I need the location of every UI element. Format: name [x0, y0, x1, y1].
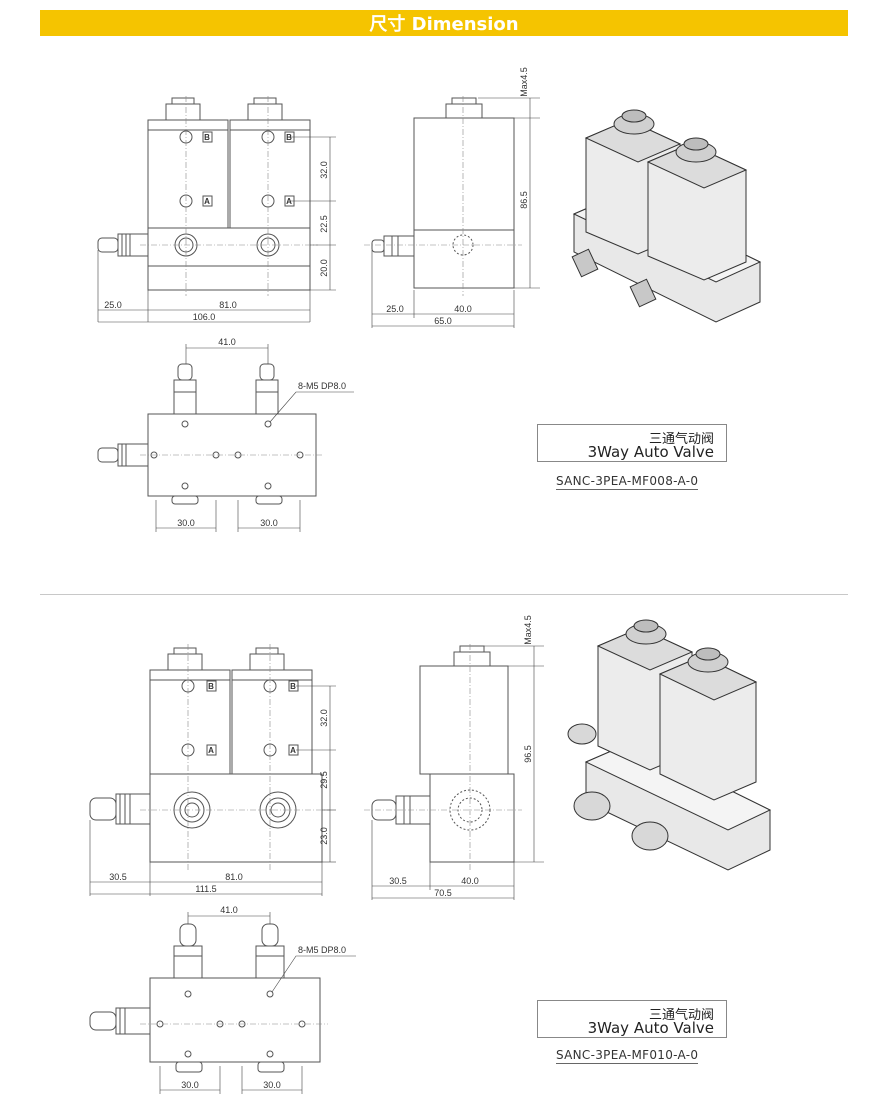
dim-65: 70.5: [434, 888, 452, 898]
drawing-section-1: 25.0 81.0 106.0 25.0 40.0 65.0 32.0 22.5…: [97, 67, 762, 532]
dim-225: 29.5: [319, 771, 329, 789]
label-en: 3Way Auto Valve: [587, 443, 714, 461]
dim-25b: 30.5: [389, 876, 407, 886]
port-b-label: B: [290, 682, 296, 691]
dim-30b: 30.0: [263, 1080, 281, 1090]
dim-max: Max4.5: [519, 67, 529, 97]
dim-106: 106.0: [193, 312, 216, 322]
label-cn: 三通气动阀: [648, 1008, 714, 1023]
drawing-section-2: 30.5 81.0 111.5 30.5 40.0 70.5 32.0 29.5…: [89, 615, 772, 1094]
dim-max: Max4.5: [523, 615, 533, 645]
dim-20: 23.0: [319, 827, 329, 845]
dim-30a: 30.0: [177, 518, 195, 528]
dim-40: 40.0: [454, 304, 472, 314]
port-b-label: B: [204, 133, 210, 142]
dim-865: 86.5: [519, 191, 529, 209]
dim-81: 81.0: [225, 872, 243, 882]
dim-40: 40.0: [461, 876, 479, 886]
header-title: 尺寸 Dimension: [369, 14, 519, 35]
dim-32: 32.0: [319, 161, 329, 179]
label-cn: 三通气动阀: [648, 432, 714, 447]
dim-865: 96.5: [523, 745, 533, 763]
port-b-label: B: [208, 682, 214, 691]
dim-m5: 8-M5 DP8.0: [298, 381, 346, 391]
dim-41: 41.0: [220, 905, 238, 915]
dim-20: 20.0: [319, 259, 329, 277]
port-a-label: A: [204, 197, 210, 206]
label-box-2: 三通气动阀 3Way Auto Valve: [537, 1000, 727, 1038]
section-divider: [40, 594, 848, 595]
iso-render-2: [567, 619, 772, 871]
dim-25a: 25.0: [104, 300, 122, 310]
iso-render-1: [571, 109, 762, 323]
model-code-2: SANC-3PEA-MF010-A-0: [556, 1048, 699, 1064]
port-a-label: A: [290, 746, 296, 755]
dimension-header: 尺寸 Dimension: [40, 10, 848, 36]
port-b-label: B: [286, 133, 292, 142]
dim-225: 22.5: [319, 215, 329, 233]
label-box-1: 三通气动阀 3Way Auto Valve: [537, 424, 727, 462]
label-en: 3Way Auto Valve: [587, 1019, 714, 1037]
dim-106: 111.5: [195, 884, 216, 894]
dim-65: 65.0: [434, 316, 452, 326]
dim-25b: 25.0: [386, 304, 404, 314]
dim-32: 32.0: [319, 709, 329, 727]
dim-30a: 30.0: [181, 1080, 199, 1090]
dim-m5: 8-M5 DP8.0: [298, 945, 346, 955]
model-code-1: SANC-3PEA-MF008-A-0: [556, 474, 699, 490]
dim-30b: 30.0: [260, 518, 278, 528]
dim-81: 81.0: [219, 300, 237, 310]
port-a-label: A: [208, 746, 214, 755]
port-a-label: A: [286, 197, 292, 206]
dim-25a: 30.5: [109, 872, 127, 882]
dim-41: 41.0: [218, 337, 236, 347]
